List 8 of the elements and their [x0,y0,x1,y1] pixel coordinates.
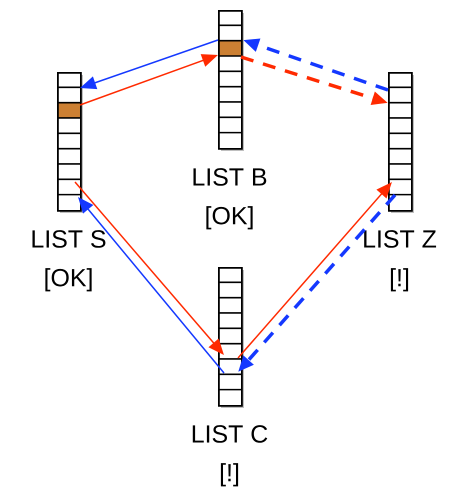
list-label: LIST S [32,230,106,248]
list-label: LIST Z [364,230,436,248]
list-label: LIST B [193,168,266,186]
list-label: [OK] [45,268,92,292]
list-label: LIST C [192,425,268,443]
list-label: [!] [220,463,238,486]
list-label: [OK] [206,206,253,230]
list-label: [!] [390,268,408,292]
